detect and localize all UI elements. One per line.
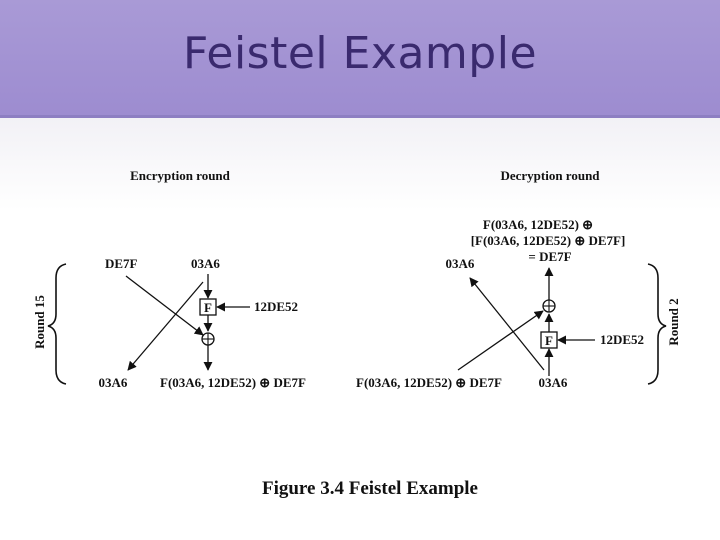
round-brace-left <box>47 263 67 385</box>
decryption-header: Decryption round <box>500 168 600 183</box>
dec-top-left-value: 03A6 <box>446 256 475 271</box>
slide-header: Feistel Example <box>0 0 720 118</box>
enc-top-left-value: DE7F <box>105 256 138 271</box>
slide-content: Encryption round Round 15 DE7F 03A6 F 12… <box>0 118 720 540</box>
figure-caption: Figure 3.4 Feistel Example <box>262 478 478 499</box>
enc-key-value: 12DE52 <box>254 299 298 314</box>
dec-expression-line-1: F(03A6, 12DE52) ⊕ <box>483 217 593 232</box>
dec-left-to-xor-line <box>457 310 544 371</box>
dec-right-to-left-line <box>469 277 545 371</box>
enc-right-to-left-line <box>127 281 204 371</box>
dec-expression-line-2: [F(03A6, 12DE52) ⊕ DE7F] <box>471 233 626 248</box>
dec-expression-line-3: = DE7F <box>528 249 571 264</box>
round-brace-right <box>647 263 667 385</box>
enc-left-to-xor-line <box>125 275 204 336</box>
enc-top-right-value: 03A6 <box>191 256 220 271</box>
feistel-diagram: Encryption round Round 15 DE7F 03A6 F 12… <box>32 168 681 499</box>
enc-bottom-right-value: F(03A6, 12DE52) ⊕ DE7F <box>160 375 306 390</box>
slide-title: Feistel Example <box>182 28 538 79</box>
dec-bottom-right-value: 03A6 <box>539 375 568 390</box>
enc-f-label: F <box>204 300 212 315</box>
encryption-header: Encryption round <box>130 168 231 183</box>
enc-bottom-left-value: 03A6 <box>99 375 128 390</box>
dec-f-label: F <box>545 333 553 348</box>
encryption-round-label: Round 15 <box>32 295 47 349</box>
decryption-round-label: Round 2 <box>666 298 681 345</box>
dec-bottom-left-value: F(03A6, 12DE52) ⊕ DE7F <box>356 375 502 390</box>
dec-key-value: 12DE52 <box>600 332 644 347</box>
